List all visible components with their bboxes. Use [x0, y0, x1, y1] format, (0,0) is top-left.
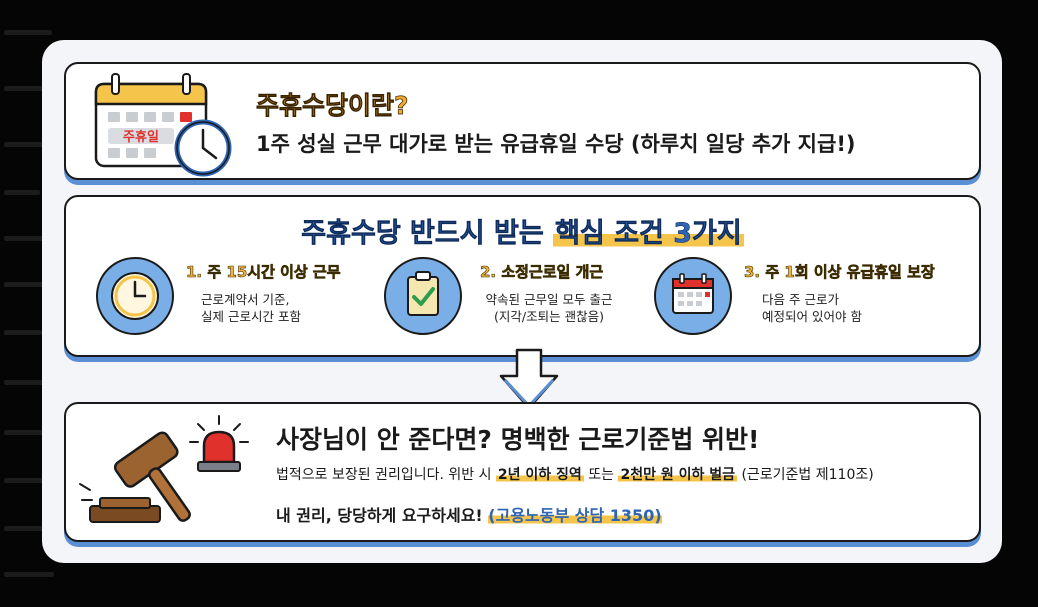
condition-title-2: 2. 소정근로일 개근: [480, 263, 604, 282]
siren-icon: [189, 415, 249, 472]
hotline-text: (고용노동부 상담 1350): [488, 506, 662, 525]
conditions-title-part2: 핵심 조건 3가지: [553, 218, 744, 249]
calendar-icon: 주휴일: [94, 73, 232, 177]
infographic-card: 주휴일 주휴수당이란? 1주 성실 근무 대가로 받는 유급휴일 수당 (하루치…: [42, 40, 1002, 563]
condition-title-1: 1. 주 15시간 이상 근무: [186, 263, 341, 282]
intro-title: 주휴수당이란?: [256, 91, 409, 121]
legal-text: 법적으로 보장된 권리입니다. 위반 시 2년 이하 징역 또는 2천만 원 이…: [276, 467, 874, 483]
conditions-panel: 주휴수당 반드시 받는 핵심 조건 3가지 1. 주 15시간 이상 근무 근로…: [64, 195, 981, 357]
calendar-icon: [654, 257, 732, 335]
call-to-action: 내 권리, 당당하게 요구하세요! (고용노동부 상담 1350): [276, 506, 662, 525]
warning-panel: 사장님이 안 준다면? 명백한 근로기준법 위반! 법적으로 보장된 권리입니다…: [64, 402, 981, 542]
background-blurred-text: [0, 0, 60, 607]
condition-title-3: 3. 주 1회 이상 유급휴일 보장: [744, 263, 935, 282]
penalty-prison: 2년 이하 징역: [495, 467, 584, 483]
intro-panel: 주휴일 주휴수당이란? 1주 성실 근무 대가로 받는 유급휴일 수당 (하루치…: [64, 62, 981, 180]
penalty-fine: 2천만 원 이하 벌금: [618, 467, 737, 483]
intro-subtitle: 1주 성실 근무 대가로 받는 유급휴일 수당 (하루치 일당 추가 지급!): [256, 132, 856, 156]
conditions-title: 주휴수당 반드시 받는 핵심 조건 3가지: [66, 211, 979, 250]
condition-desc-1: 근로계약서 기준, 실제 근로시간 포함: [201, 292, 301, 324]
conditions-title-part1: 주휴수당 반드시 받는: [301, 218, 554, 250]
gavel-icon: [79, 431, 191, 523]
clipboard-check-icon: [384, 257, 462, 335]
condition-desc-2: 약속된 근무일 모두 출근 (지각/조퇴는 괜찮음): [485, 292, 613, 324]
clock-icon: [96, 257, 174, 335]
warning-title: 사장님이 안 준다면? 명백한 근로기준법 위반!: [276, 425, 760, 454]
condition-desc-3: 다음 주 근로가 예정되어 있어야 함: [762, 292, 862, 324]
calendar-label: 주휴일: [123, 129, 159, 145]
